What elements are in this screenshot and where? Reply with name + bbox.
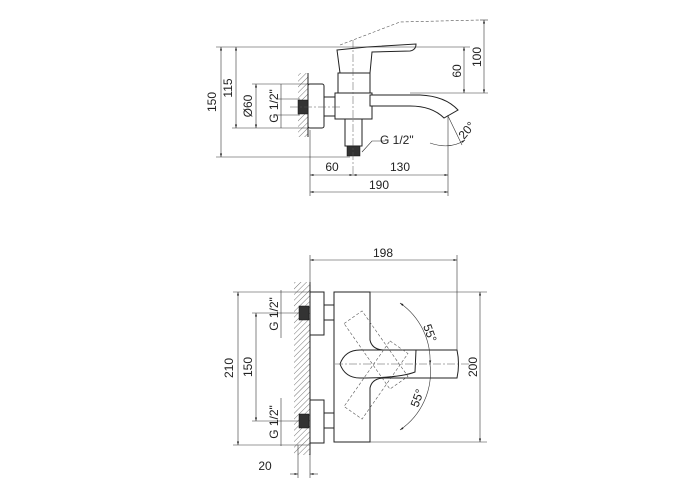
dim-height-115: 115 [221,78,235,97]
dim-wall-to-axis: 60 [325,160,339,174]
dim-body-height: 200 [466,357,480,377]
side-view: 150 115 Ø60 G 1/2" 60 100 60 130 190 G 1… [205,19,488,196]
dim-lever-60: 60 [450,64,464,78]
body-column [337,72,371,96]
front-view: 198 210 150 G 1/2" G 1/2" 200 55° 55° 20 [222,246,487,478]
dim-spout-reach: 130 [390,160,410,174]
dim-thread-outlet: G 1/2" [380,133,414,147]
body-front [333,291,459,443]
outlet-thread [346,145,361,157]
dim-angle-down: 55° [408,387,427,409]
dim-lever-100: 100 [470,47,484,67]
dim-diameter: Ø60 [241,94,255,117]
connector [323,96,337,117]
dim-height-210: 210 [222,358,236,378]
thread-bottom [298,413,310,429]
dim-angle-up: 55° [420,322,439,344]
dim-total-height: 150 [205,92,219,112]
flange-top [309,291,325,336]
lever-front [339,349,417,379]
spout [369,94,459,119]
dim-thread-wall: G 1/2" [267,89,281,123]
dim-wall-offset: 20 [258,459,272,473]
body [334,92,373,120]
wall-hatch-front [294,282,310,455]
thread-top [298,305,310,321]
outlet [344,118,363,147]
dim-spacing: 150 [241,357,255,377]
dim-thread-top: G 1/2" [267,297,281,331]
flange-bottom [309,399,325,444]
lever [336,43,417,74]
wall-flange [307,83,325,129]
dim-thread-bottom: G 1/2" [267,405,281,439]
dim-width: 198 [373,246,393,260]
dim-total-depth: 190 [369,178,389,192]
